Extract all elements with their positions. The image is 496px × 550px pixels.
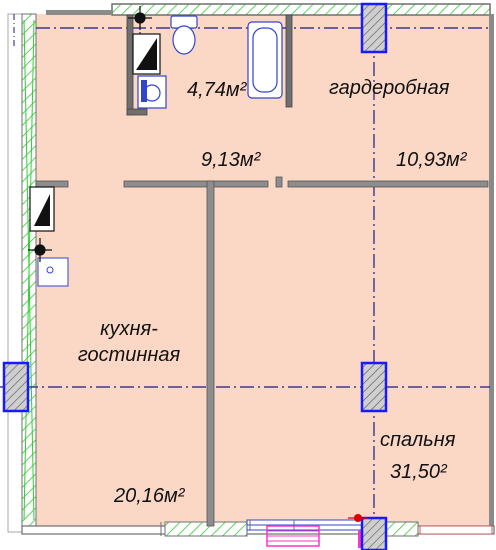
sink-icon — [132, 33, 161, 75]
wardrobe-area-label: 10,93м² — [396, 149, 467, 171]
column-top-right — [360, 2, 388, 54]
riser-marker-icon — [128, 6, 152, 30]
left-exterior-wall — [7, 13, 37, 533]
floor-area — [28, 14, 490, 526]
entry-marker-icon — [348, 514, 368, 522]
column-left-mid — [2, 361, 30, 413]
bedroom-name-label: спальня — [380, 429, 456, 451]
kitchen-living-name-line1: кухня- — [100, 318, 158, 340]
top-exterior-wall — [46, 3, 491, 16]
bathtub-icon — [247, 21, 283, 99]
washing-machine-icon — [137, 75, 167, 109]
kitchen-living-area-label: 20,16м² — [114, 485, 185, 507]
wardrobe-name-label: гардеробная — [329, 77, 450, 99]
kitchen-living-name-label: кухня- гостинная — [66, 316, 192, 368]
hall-area-label: 9,13м² — [201, 149, 261, 171]
interior-walls — [35, 176, 489, 527]
bedroom-area-label: 31,50² — [390, 461, 447, 483]
kitchen-living-name-line2: гостинная — [77, 344, 181, 366]
bathroom-area-label: 4,74м² — [187, 79, 247, 101]
right-exterior-wall — [489, 14, 494, 526]
structural-columns — [2, 2, 388, 550]
column-center-right — [360, 361, 388, 413]
door-ticks — [160, 520, 295, 536]
kitchen-riser-marker-icon — [28, 238, 52, 262]
column-bottom-right — [360, 516, 388, 550]
toilet-icon — [170, 15, 198, 55]
kitchen-sink-icon — [29, 186, 55, 232]
stove-icon — [37, 257, 69, 287]
